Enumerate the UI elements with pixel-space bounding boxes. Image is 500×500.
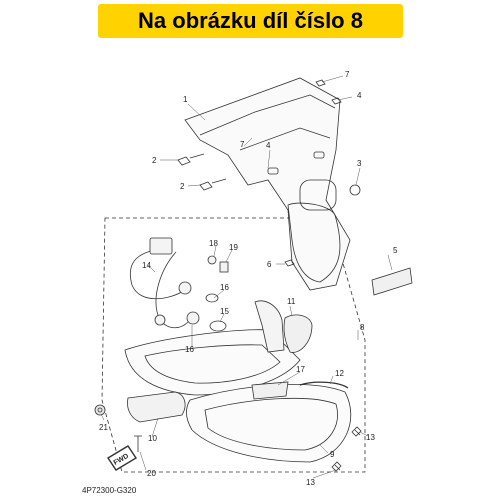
pad-17 — [251, 381, 289, 400]
tail-light-housing — [124, 329, 301, 396]
callout-20: 20 — [147, 469, 156, 478]
screw-20 — [134, 435, 142, 452]
screw-13a — [351, 426, 362, 437]
diagram-code: 4P72300-G320 — [82, 486, 137, 495]
callout-13: 13 — [306, 478, 315, 487]
callout-9: 9 — [330, 450, 335, 459]
callout-19: 19 — [229, 243, 238, 252]
screw-13b — [331, 461, 342, 472]
callout-8: 8 — [360, 323, 365, 332]
rubber-pad — [349, 184, 361, 196]
callout-2: 2 — [180, 182, 185, 191]
callout-17: 17 — [296, 365, 305, 374]
callout-4: 4 — [357, 91, 362, 100]
callout-4: 4 — [266, 141, 271, 150]
callout-6: 6 — [267, 260, 272, 269]
callout-18: 18 — [209, 239, 218, 248]
callout-14: 14 — [142, 261, 151, 270]
callout-10: 10 — [148, 434, 157, 443]
callout-7: 7 — [240, 140, 245, 149]
callout-11: 11 — [287, 297, 296, 306]
callout-13: 13 — [366, 433, 375, 442]
callout-1: 1 — [183, 95, 188, 104]
bulb-sockets — [154, 255, 229, 332]
lens-11 — [283, 314, 313, 353]
screws — [177, 79, 342, 267]
callout-3: 3 — [357, 159, 362, 168]
part-number-banner: Na obrázku díl číslo 8 — [98, 4, 403, 38]
harness-connector — [149, 237, 173, 255]
callout-12: 12 — [335, 369, 344, 378]
callout-15: 15 — [220, 307, 229, 316]
grommet — [94, 404, 106, 416]
banner-text: Na obrázku díl číslo 8 — [138, 8, 363, 33]
callout-21: 21 — [99, 423, 108, 432]
callout-16: 16 — [220, 283, 229, 292]
lens-10 — [127, 391, 186, 423]
gasket — [299, 381, 349, 389]
reflector — [371, 267, 413, 296]
callout-2: 2 — [152, 156, 157, 165]
callout-7: 7 — [345, 70, 350, 79]
fwd-arrow — [107, 445, 137, 471]
leader-lines — [100, 75, 393, 479]
callout-16: 16 — [185, 345, 194, 354]
callout-5: 5 — [393, 246, 398, 255]
